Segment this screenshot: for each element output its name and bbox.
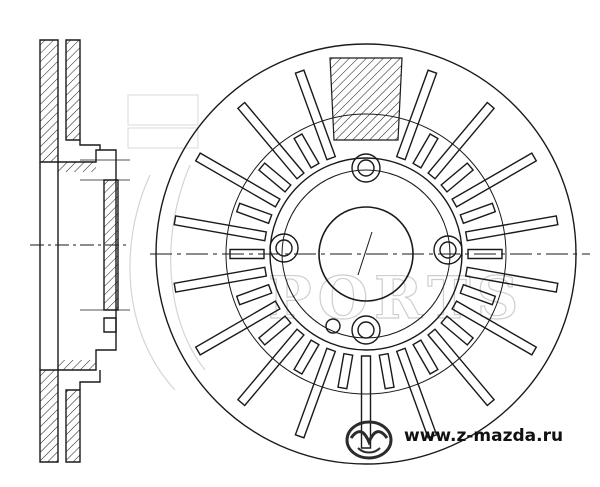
ventilation-slot — [466, 216, 558, 241]
ventilation-slot — [238, 329, 304, 405]
ventilation-slot — [174, 216, 266, 241]
ventilation-slot — [452, 301, 536, 355]
ventilation-slot — [230, 250, 264, 259]
ventilation-slot — [295, 70, 335, 160]
ventilation-slot — [238, 103, 304, 179]
ventilation-slot — [237, 203, 272, 223]
ventilation-slot — [294, 134, 319, 168]
bolt-hole-bottom — [352, 316, 380, 344]
ventilation-slot — [460, 203, 495, 223]
mazda-logo-icon — [345, 420, 393, 460]
inner-plate-bottom — [66, 390, 80, 462]
ventilation-slot — [362, 356, 371, 448]
bolt-hole-top — [352, 154, 380, 182]
ventilation-slot — [468, 250, 502, 259]
ventilation-slot — [174, 267, 266, 292]
ventilation-slot — [413, 340, 438, 374]
site-url[interactable]: www.z-mazda.ru — [404, 426, 564, 446]
ventilation-slot — [413, 134, 438, 168]
ventilation-slot — [196, 153, 280, 207]
ventilation-slot — [397, 348, 437, 438]
ventilation-slot — [338, 354, 353, 389]
watermark-text: PORTS — [268, 264, 524, 332]
ventilation-slot — [460, 285, 495, 305]
outer-plate-bottom — [40, 370, 58, 462]
ventilation-slot — [441, 163, 473, 192]
side-section-view — [30, 40, 130, 462]
ventilation-slot — [397, 70, 437, 160]
ventilation-slot — [196, 301, 280, 355]
ventilation-slot — [259, 163, 291, 192]
pin-hole — [326, 319, 340, 333]
ventilation-slot — [237, 285, 272, 305]
ventilation-slot — [379, 354, 394, 389]
ventilation-slot — [452, 153, 536, 207]
ventilation-slots — [174, 70, 558, 448]
outer-plate-top — [40, 40, 58, 162]
ventilation-slot — [428, 103, 494, 179]
ventilation-slot — [466, 267, 558, 292]
ventilation-slot — [259, 316, 291, 345]
ventilation-slot — [428, 329, 494, 405]
bolt-hole-left — [270, 234, 298, 262]
bolt-hole-right — [434, 236, 462, 264]
hatched-vane-section — [330, 58, 402, 140]
ventilation-slot — [441, 316, 473, 345]
ventilation-slot — [294, 340, 319, 374]
front-view — [150, 44, 590, 464]
watermark: PORTS — [128, 95, 524, 390]
ventilation-slot — [295, 348, 335, 438]
inner-plate-top — [66, 40, 80, 140]
